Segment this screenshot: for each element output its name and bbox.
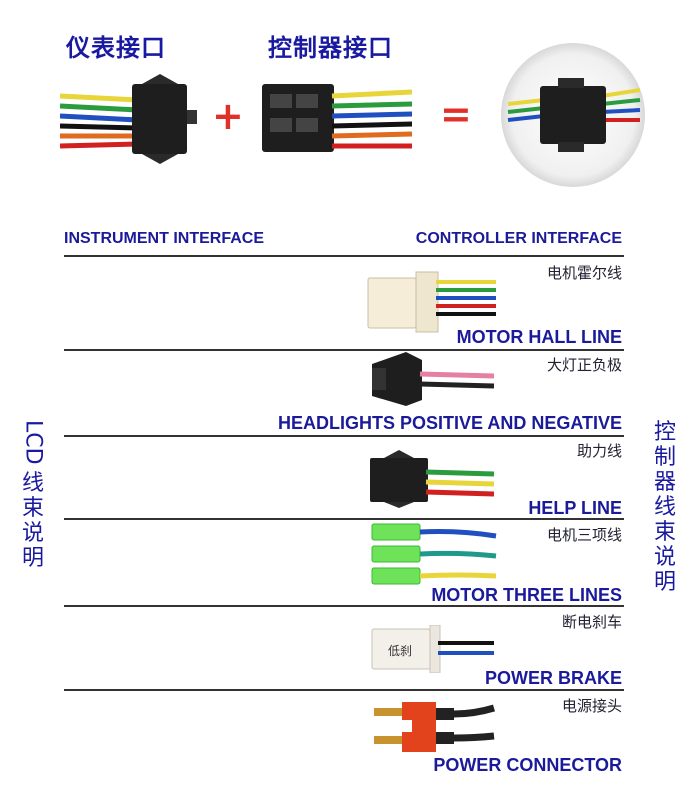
headlights-connector-image xyxy=(372,352,495,406)
divider-line xyxy=(64,349,624,351)
power-connector-image xyxy=(374,702,496,752)
power-connector-cn: 电源接头 xyxy=(561,697,622,715)
divider-line xyxy=(64,255,624,257)
divider-line xyxy=(64,435,624,437)
controller-connector-image xyxy=(262,84,412,152)
instrument-wires xyxy=(60,93,139,149)
controller-wires xyxy=(331,89,412,149)
motor-hall-line-cn: 电机霍尔线 xyxy=(546,264,622,282)
connected-connector-image xyxy=(501,43,645,187)
lcd-harness-label: LCD 线 束 说 明 xyxy=(20,420,46,571)
controller-interface-header: CONTROLLER INTERFACE xyxy=(415,230,622,247)
power-brake-connector-image: 低刹 xyxy=(371,625,494,673)
motor-hall-line-en: MOTOR HALL LINE xyxy=(456,327,622,347)
connected-wires xyxy=(507,88,641,122)
help-line-en: HELP LINE xyxy=(528,498,622,518)
help-line-connector-image xyxy=(370,450,495,508)
instrument-connector-image xyxy=(60,74,197,164)
controller-port-title: 控制器接口 xyxy=(268,34,393,62)
motor-three-lines-cn: 电机三项线 xyxy=(546,526,622,544)
headlights-cn: 大灯正负极 xyxy=(546,356,622,374)
equals-symbol: = xyxy=(440,92,472,136)
brake-stamp: 低刹 xyxy=(388,644,412,658)
motor-three-lines-connector-image xyxy=(371,523,497,585)
divider-line xyxy=(64,518,624,520)
power-connector-en: POWER CONNECTOR xyxy=(433,755,622,775)
divider-line xyxy=(64,605,624,607)
motor-hall-connector-image xyxy=(367,271,496,333)
power-brake-cn: 断电刹车 xyxy=(561,613,622,631)
controller-harness-label: 控 制 器 线 束 说 明 xyxy=(653,420,676,595)
plus-symbol: + xyxy=(212,94,244,138)
motor-three-lines-en: MOTOR THREE LINES xyxy=(431,585,622,605)
headlights-en: HEADLIGHTS POSITIVE AND NEGATIVE xyxy=(277,413,622,433)
instrument-interface-header: INSTRUMENT INTERFACE xyxy=(64,230,264,247)
divider-line xyxy=(64,689,624,691)
help-line-cn: 助力线 xyxy=(576,442,622,460)
power-brake-en: POWER BRAKE xyxy=(484,668,622,688)
instrument-port-title: 仪表接口 xyxy=(66,34,166,62)
